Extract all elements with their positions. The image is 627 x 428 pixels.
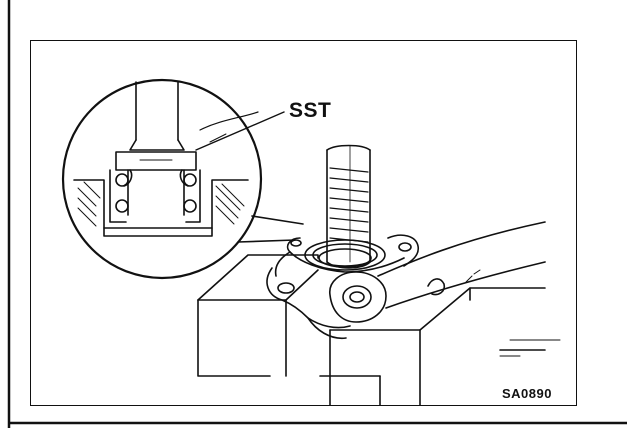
detail-section: [73, 81, 259, 237]
steering-arm: [329, 221, 546, 323]
sst-leader-line: [195, 111, 285, 151]
figure-id: SA0890: [502, 386, 552, 401]
figure-frame: [30, 40, 577, 406]
knuckle: [266, 234, 420, 340]
detail-magnifier: [61, 78, 304, 280]
press-ram: [326, 144, 371, 269]
support-blocks: [197, 254, 561, 406]
sst-callout-label: SST: [289, 99, 332, 122]
